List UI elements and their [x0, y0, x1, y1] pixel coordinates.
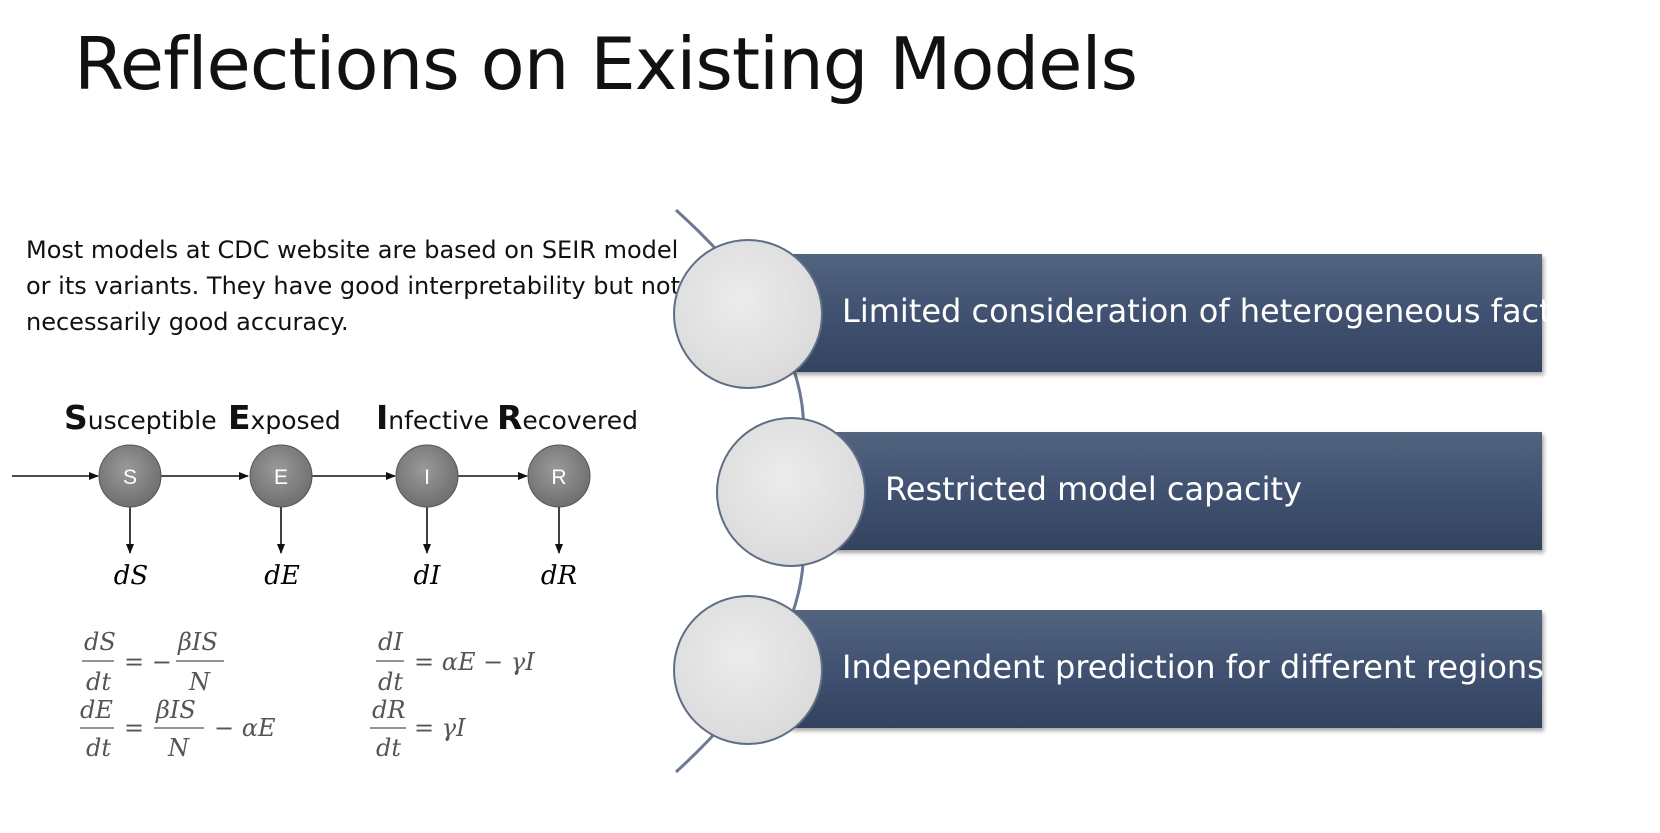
factor-bar-3: Independent prediction for different reg…	[790, 610, 1544, 728]
svg-text:N: N	[167, 734, 190, 762]
label-initial: E	[228, 398, 251, 437]
factor-circle-2	[716, 417, 866, 567]
factor-text-3: Independent prediction for different reg…	[842, 648, 1544, 686]
svg-text:βIS: βIS	[155, 696, 196, 724]
node-label: E	[274, 466, 288, 489]
seir-equations: dS dt = − βIS N dE dt = βIS N − αE dI dt…	[80, 628, 535, 762]
svg-text:= γI: = γI	[414, 714, 466, 742]
svg-text:N: N	[188, 668, 211, 696]
svg-text:= αE − γI: = αE − γI	[414, 648, 535, 676]
slide-description: Most models at CDC website are based on …	[26, 236, 681, 336]
svg-text:dt: dt	[86, 668, 111, 696]
svg-text:dI: dI	[378, 628, 403, 656]
label-initial: S	[64, 398, 88, 437]
label-rest: ecovered	[522, 406, 638, 435]
label-susceptible: Susceptible	[64, 398, 217, 437]
equation-ds: dS dt = − βIS N	[82, 628, 224, 696]
factor-bar-1: Limited consideration of heterogeneous f…	[790, 254, 1601, 372]
outflow-label-ds: dS	[114, 561, 148, 591]
node-s: S	[98, 444, 162, 508]
svg-text:=: =	[124, 714, 144, 742]
label-exposed: Exposed	[228, 398, 341, 437]
label-rest: usceptible	[87, 406, 217, 435]
svg-text:dE: dE	[80, 696, 113, 724]
label-recovered: Recovered	[497, 398, 638, 437]
node-i: I	[395, 444, 459, 508]
svg-text:= −: = −	[124, 648, 172, 676]
svg-text:βIS: βIS	[177, 628, 218, 656]
label-infective: Infective	[376, 398, 489, 437]
label-rest: nfective	[388, 406, 489, 435]
factor-text-2: Restricted model capacity	[885, 470, 1302, 508]
node-label: R	[551, 466, 566, 489]
equation-di: dI dt = αE − γI	[376, 628, 535, 696]
node-r: R	[527, 444, 591, 508]
label-initial: I	[376, 398, 389, 437]
slide-title: Reflections on Existing Models	[74, 22, 1138, 106]
factor-text-1: Limited consideration of heterogeneous f…	[842, 292, 1602, 330]
svg-text:dR: dR	[372, 696, 405, 724]
svg-text:dS: dS	[84, 628, 116, 656]
outflow-label-dr: dR	[541, 561, 577, 591]
node-label: S	[123, 466, 137, 489]
node-e: E	[249, 444, 313, 508]
factor-circle-3	[673, 595, 823, 745]
svg-text:dt: dt	[86, 734, 111, 762]
outflow-label-de: dE	[264, 561, 300, 591]
label-initial: R	[497, 398, 523, 437]
svg-text:− αE: − αE	[214, 714, 276, 742]
factor-circle-1	[673, 239, 823, 389]
label-rest: xposed	[250, 406, 341, 435]
node-label: I	[424, 466, 430, 489]
equation-de: dE dt = βIS N − αE	[80, 696, 276, 762]
svg-text:dt: dt	[376, 734, 401, 762]
factor-bar-2: Restricted model capacity	[832, 432, 1542, 550]
svg-text:dt: dt	[378, 668, 403, 696]
outflow-label-di: dI	[414, 561, 442, 591]
equation-dr: dR dt = γI	[370, 696, 466, 762]
